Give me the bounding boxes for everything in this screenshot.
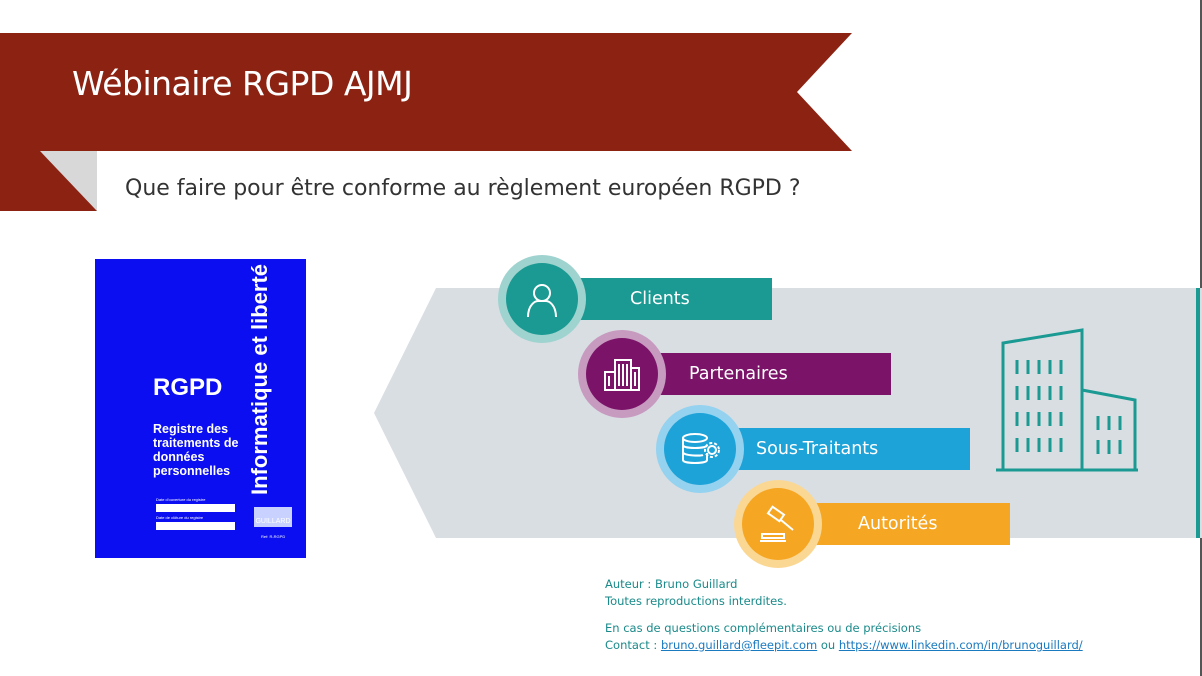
slide-subtitle: Que faire pour être conforme au règlemen… [125,176,801,201]
person-icon [527,284,557,318]
autorites-circle [734,480,822,568]
book-title: RGPD [153,374,223,401]
database-gear-icon [682,433,720,464]
book-field1 [156,504,235,512]
gavel-icon [760,505,794,542]
book-vertical-title-box: Informatique et liberté [247,264,310,499]
clients-label: Clients [630,289,690,309]
sous-traitants-label: Sous-Traitants [756,439,879,459]
book-field2 [156,522,235,530]
email-link[interactable]: bruno.guillard@fleepit.com [660,638,818,652]
partenaires-label: Partenaires [689,364,788,384]
sous-traitants-circle [656,405,744,493]
clients-circle [498,255,586,343]
partenaires-circle [578,330,666,418]
book-field1-label: Date d'ouverture du registre [156,497,206,502]
book-vertical-title: Informatique et liberté [247,263,272,495]
title-banner [0,33,860,213]
rgpd-register-cover: RGPD Registre des traitements de données… [95,259,306,558]
slide-title: Wébinaire RGPD AJMJ [72,64,413,103]
footer-author: Auteur : Bruno Guillard [605,577,738,591]
footer-contact-prefix: Contact : [605,638,661,652]
footer-credits: Auteur : Bruno Guillard Toutes reproduct… [605,576,1083,654]
footer-rights: Toutes reproductions interdites. [605,594,787,608]
book-ref: Ref: R-RGPD [261,534,286,539]
footer-questions: En cas de questions complémentaires ou d… [605,621,922,635]
grey-arrow-shape [374,288,1202,538]
book-brand-logo: GUILLARD [254,507,292,527]
book-subtitle: Registre des traitements de données pers… [153,422,239,478]
book-field2-label: Date de clôture du registre [156,515,204,520]
company-building-icon [996,328,1138,472]
footer-or: ou [817,638,839,652]
autorites-label: Autorités [858,514,938,534]
building-icon [604,359,640,391]
actors-diagram: Clients Partenaires [370,250,1202,570]
footer-contact: Contact : bruno.guillard@fleepit.com ou … [605,637,1083,654]
linkedin-link[interactable]: https://www.linkedin.com/in/brunoguillar… [838,638,1083,652]
